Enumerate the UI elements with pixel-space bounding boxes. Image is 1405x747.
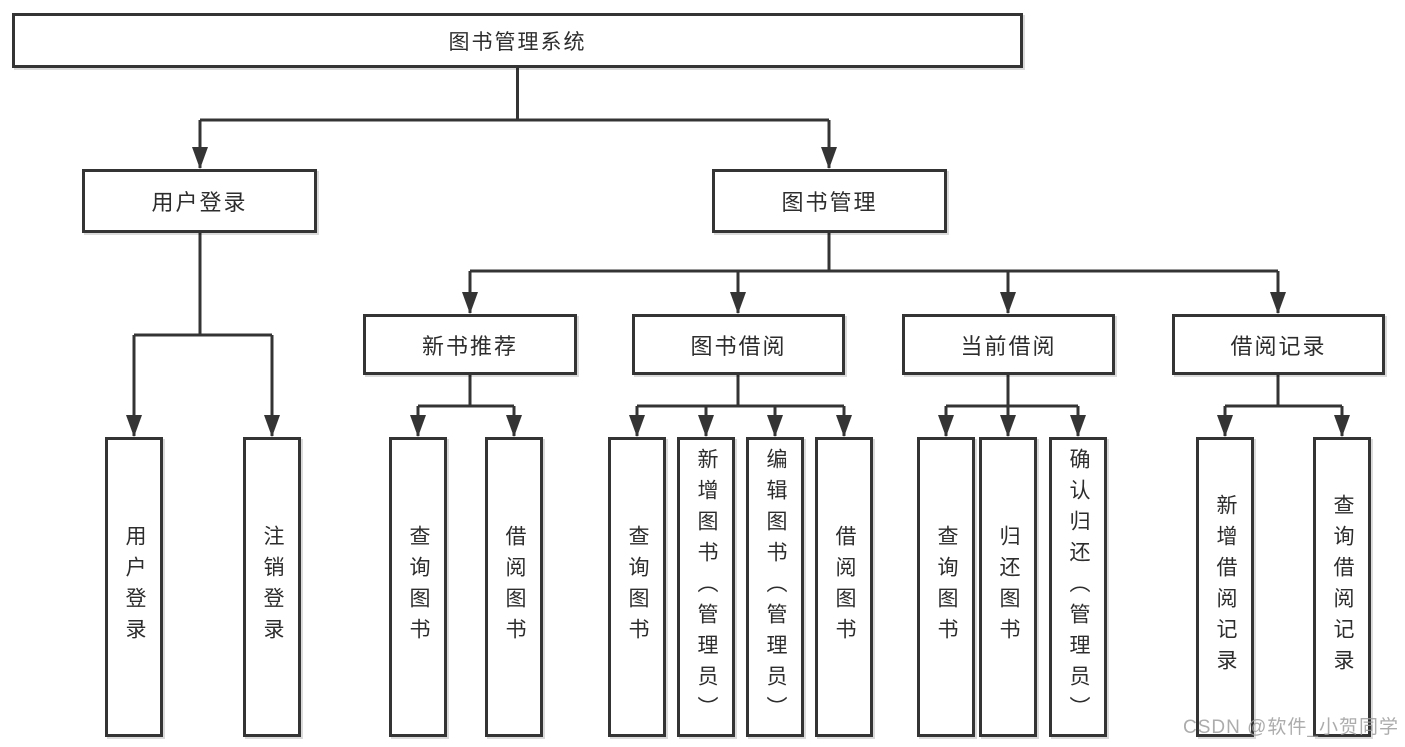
node-label: 查询图书 [407, 525, 430, 649]
node-label: 查询借阅记录 [1331, 494, 1354, 680]
node-label: 查询图书 [935, 525, 958, 649]
node-label: 新增图书（管理员） [695, 447, 718, 727]
node-label: 编辑图书（管理员） [764, 447, 787, 727]
node-label: 新增借阅记录 [1214, 494, 1237, 680]
arrowheads [126, 147, 1350, 437]
leaf-return-book: 归还图书 [979, 437, 1037, 737]
node-label: 用户登录 [123, 525, 146, 649]
leaf-user-login: 用户登录 [105, 437, 163, 737]
leaf-query-books-current: 查询图书 [917, 437, 975, 737]
node-label: 借阅记录 [1230, 333, 1327, 359]
node-label: 注销登录 [261, 525, 284, 649]
node-label: 当前借阅 [960, 333, 1057, 359]
leaf-edit-book-admin: 编辑图书（管理员） [746, 437, 804, 737]
node-book-borrowing: 图书借阅 [632, 314, 845, 375]
node-label: 新书推荐 [421, 333, 518, 359]
node-borrowing-records: 借阅记录 [1172, 314, 1385, 375]
node-label: 图书管理 [781, 190, 878, 215]
node-label: 归还图书 [997, 525, 1020, 649]
node-label: 用户登录 [151, 190, 248, 215]
node-label: 查询图书 [626, 525, 649, 649]
node-user-login: 用户登录 [82, 169, 317, 233]
node-book-management: 图书管理 [712, 169, 947, 233]
leaf-borrow-books: 借阅图书 [815, 437, 873, 737]
leaf-query-books-borrow: 查询图书 [608, 437, 666, 737]
node-label: 确认归还（管理员） [1067, 447, 1090, 727]
node-current-borrowing: 当前借阅 [902, 314, 1115, 375]
node-label: 借阅图书 [833, 525, 856, 649]
watermark: CSDN @软件_小贺同学 [1183, 717, 1399, 738]
node-label: 借阅图书 [503, 525, 526, 649]
leaf-add-borrow-record: 新增借阅记录 [1196, 437, 1254, 737]
leaf-query-borrow-record: 查询借阅记录 [1313, 437, 1371, 737]
leaf-borrow-books-recommend: 借阅图书 [485, 437, 543, 737]
node-new-book-recommend: 新书推荐 [363, 314, 577, 375]
leaf-confirm-return-admin: 确认归还（管理员） [1049, 437, 1107, 737]
node-label: 图书借阅 [690, 333, 787, 359]
leaf-logout: 注销登录 [243, 437, 301, 737]
node-library-management-system: 图书管理系统 [12, 13, 1023, 68]
leaf-add-book-admin: 新增图书（管理员） [677, 437, 735, 737]
leaf-query-books-recommend: 查询图书 [389, 437, 447, 737]
node-label: 图书管理系统 [448, 30, 587, 54]
